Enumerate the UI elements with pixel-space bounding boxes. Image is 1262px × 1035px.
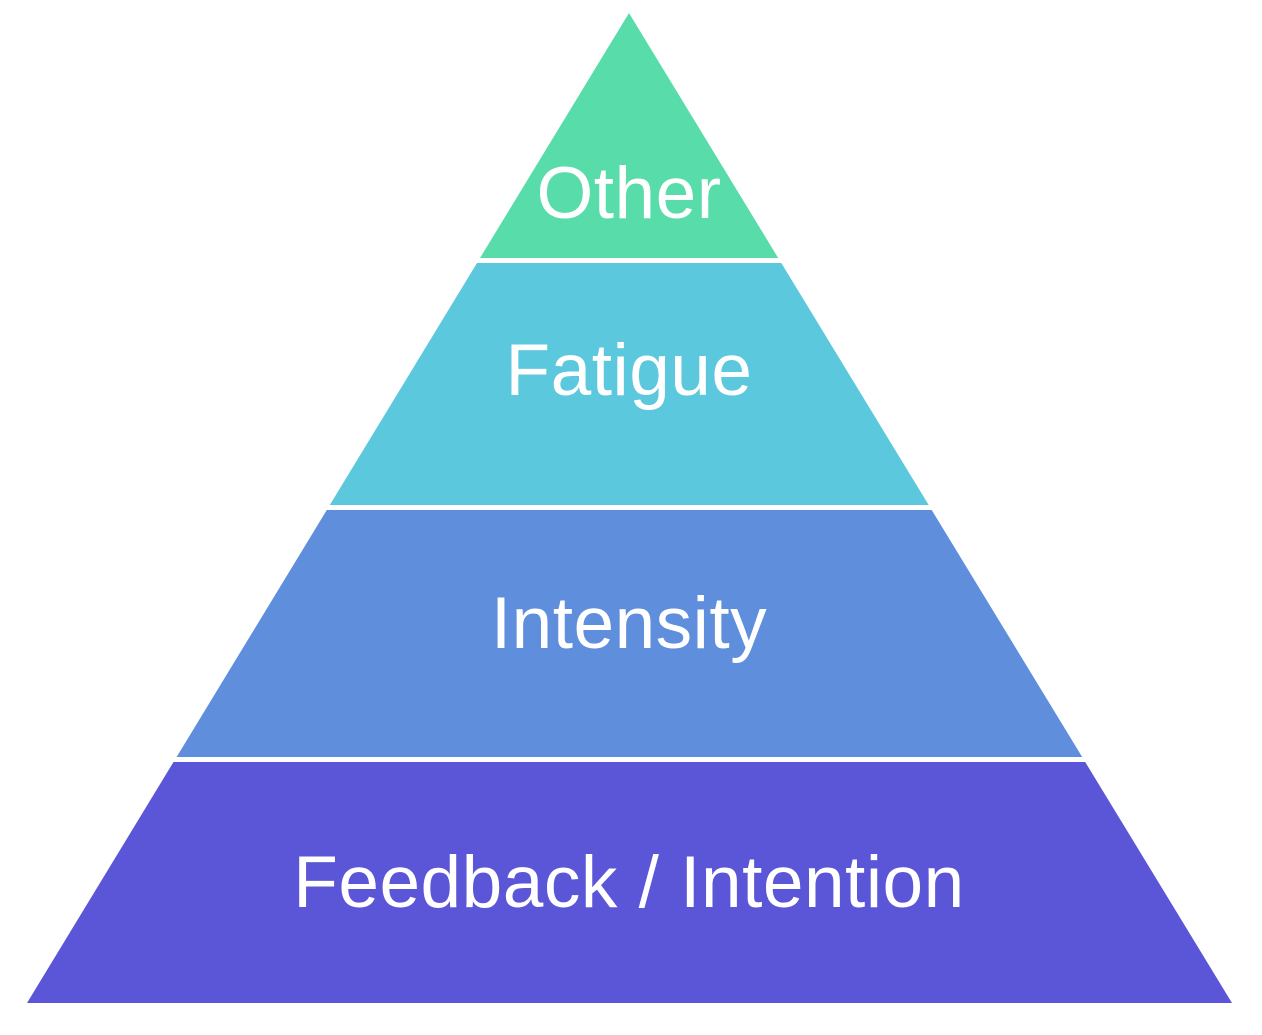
pyramid-layer-label-fatigue: Fatigue	[506, 330, 753, 411]
pyramid-layer-fatigue	[329, 263, 929, 505]
pyramid-layer-label-intensity: Intensity	[491, 583, 767, 664]
pyramid-layer-feedback-intention	[27, 762, 1232, 1003]
pyramid-layer-label-other: Other	[536, 153, 721, 234]
pyramid-layer-label-feedback-intention: Feedback / Intention	[293, 842, 965, 923]
pyramid-layer-other	[480, 13, 779, 258]
pyramid-layer-intensity	[176, 510, 1083, 757]
